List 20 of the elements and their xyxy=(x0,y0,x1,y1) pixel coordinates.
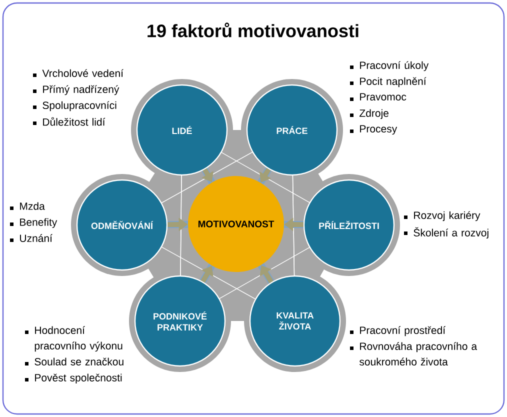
bullet-item: Pracovní úkoly xyxy=(350,61,429,72)
bullet-item: Rozvoj kariéry xyxy=(404,211,480,222)
bullet-item: Procesy xyxy=(350,125,398,135)
bullet-item: Pocit naplnění xyxy=(350,77,426,88)
bullet-item: Pracovní prostředí xyxy=(350,326,446,336)
bullet-item: Školení a rozvoj xyxy=(404,227,488,239)
bullet-item: Zdroje xyxy=(350,109,388,119)
bullet-item: Důležitost lidí xyxy=(33,117,106,126)
bullet-item: Vrcholové vedení xyxy=(33,69,124,78)
bullet-item: Rovnováha pracovního a soukromého života xyxy=(350,342,478,366)
bullet-item: Soulad se značkou xyxy=(25,358,124,366)
bullet-item: Benefity xyxy=(10,218,58,228)
bullet-item: Přímý nadřízený xyxy=(33,85,120,96)
bullet-item: Mzda xyxy=(10,202,45,210)
bullet-item: Pověst společnosti xyxy=(25,374,122,384)
title: 19 faktorů motivovanosti xyxy=(148,22,358,38)
bullet-item: Spolupracovníci xyxy=(33,101,116,112)
bullet-item: Pravomoc xyxy=(350,93,406,101)
bullet-item: Uznání xyxy=(10,234,52,242)
bullet-item: Hodnocení pracovního výkonu xyxy=(25,326,122,352)
